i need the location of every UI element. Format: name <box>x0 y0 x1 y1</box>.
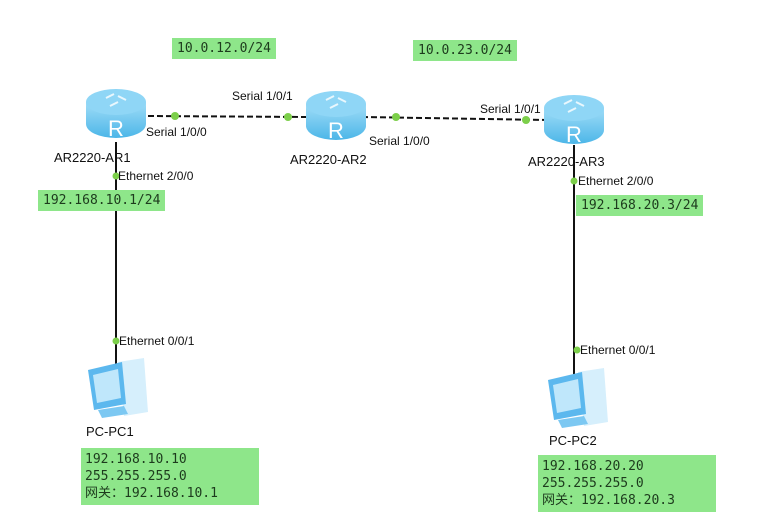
pc2-gateway: 网关：192.168.20.3 <box>542 492 712 509</box>
port-dot <box>392 113 400 121</box>
link-ar2-ar3[interactable] <box>361 116 549 121</box>
pc2-ip: 192.168.20.20 <box>542 459 644 474</box>
port-label-ar3-e200: Ethernet 2/0/0 <box>578 174 654 188</box>
port-dot <box>570 177 578 185</box>
pc1-gateway: 网关：192.168.10.1 <box>85 485 255 502</box>
router-icon[interactable]: R <box>84 86 148 142</box>
device-name-pc1: PC-PC1 <box>86 424 134 439</box>
port-label-ar3-s101: Serial 1/0/1 <box>480 102 541 116</box>
pc1-mask: 255.255.255.0 <box>85 469 187 484</box>
port-dot <box>284 113 292 121</box>
pc2-mask: 255.255.255.0 <box>542 476 644 491</box>
svg-text:R: R <box>566 122 582 147</box>
port-label-ar2-s101: Serial 1/0/1 <box>232 89 293 103</box>
ar3-lan-address: 192.168.20.3/24 <box>576 195 704 216</box>
port-dot <box>522 116 530 124</box>
pc-icon[interactable] <box>544 366 614 430</box>
router-icon[interactable]: R <box>304 88 368 144</box>
port-dot <box>112 337 120 345</box>
port-label-ar1-s100: Serial 1/0/0 <box>146 125 207 139</box>
pc2-config-note: 192.168.20.20 255.255.255.0 网关：192.168.2… <box>538 455 716 512</box>
network-label-23: 10.0.23.0/24 <box>413 40 517 61</box>
port-dot <box>112 172 120 180</box>
svg-text:R: R <box>328 118 344 143</box>
port-dot <box>573 346 581 354</box>
port-label-ar2-s100: Serial 1/0/0 <box>369 134 430 148</box>
network-label-12: 10.0.12.0/24 <box>172 38 276 59</box>
port-label-pc2-e001: Ethernet 0/0/1 <box>580 343 656 357</box>
pc1-config-note: 192.168.10.10 255.255.255.0 网关：192.168.1… <box>81 448 259 505</box>
device-name-ar3: AR2220-AR3 <box>528 154 605 169</box>
device-name-ar2: AR2220-AR2 <box>290 152 367 167</box>
pc1-ip: 192.168.10.10 <box>85 452 187 467</box>
device-name-pc2: PC-PC2 <box>549 433 597 448</box>
pc1-gateway-value: 192.168.10.1 <box>124 486 218 501</box>
pc2-gateway-value: 192.168.20.3 <box>581 493 675 508</box>
port-label-ar1-e200: Ethernet 2/0/0 <box>118 169 194 183</box>
device-name-ar1: AR2220-AR1 <box>54 150 131 165</box>
port-dot <box>171 112 179 120</box>
router-icon[interactable]: R <box>542 92 606 148</box>
ar1-lan-address: 192.168.10.1/24 <box>38 190 166 211</box>
svg-text:R: R <box>108 116 124 141</box>
gateway-label: 网关： <box>85 486 125 501</box>
gateway-label: 网关： <box>542 493 582 508</box>
port-label-pc1-e001: Ethernet 0/0/1 <box>119 334 195 348</box>
pc-icon[interactable] <box>84 356 154 420</box>
